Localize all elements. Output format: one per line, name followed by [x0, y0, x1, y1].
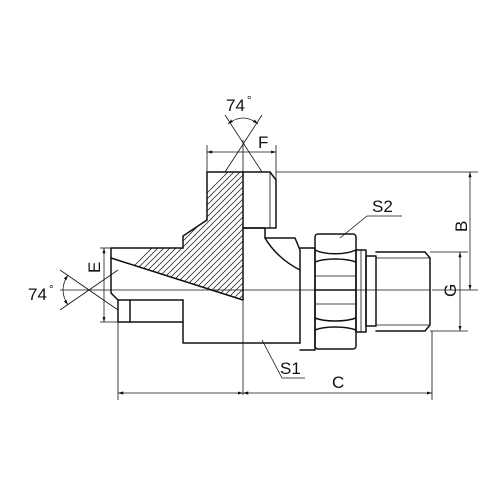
cone-angle-left	[59, 269, 119, 311]
label-B: B	[452, 221, 471, 232]
hex-nut	[299, 233, 357, 351]
angle-label-left: 74°	[28, 282, 54, 304]
label-F: F	[258, 133, 268, 152]
dimension-F	[206, 145, 277, 180]
leader-S2	[339, 215, 402, 239]
centre-lines	[60, 140, 430, 395]
dimension-E	[100, 247, 118, 323]
dimension-B	[276, 171, 478, 291]
angle-label-top: 74°	[226, 93, 252, 115]
label-G: G	[441, 284, 460, 297]
label-C: C	[332, 373, 344, 392]
stud-end	[355, 249, 431, 333]
dimension-G	[430, 251, 468, 332]
label-S1: S1	[280, 359, 301, 378]
dimension-C	[117, 322, 433, 400]
label-S2: S2	[372, 197, 393, 216]
cone-angle-top	[224, 114, 263, 173]
label-E: E	[85, 262, 104, 273]
leader-S1	[261, 339, 305, 379]
tee-body-outline	[110, 171, 301, 344]
body-section-hatching	[111, 172, 243, 300]
